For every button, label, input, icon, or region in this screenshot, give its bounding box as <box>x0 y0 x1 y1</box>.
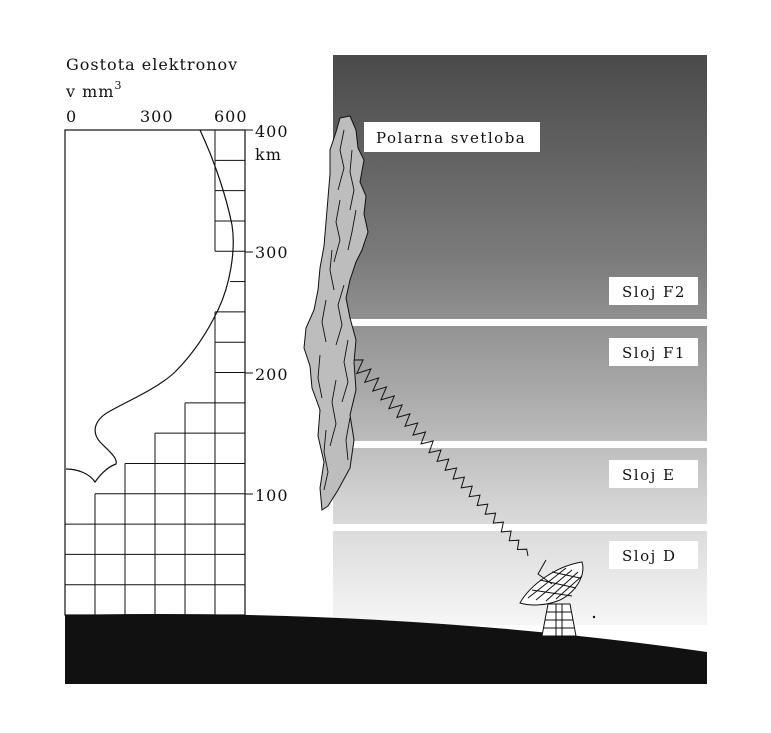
altitude-tick-200: 200 <box>255 365 289 384</box>
altitude-unit: km <box>255 145 282 164</box>
chart-title-superscript: 3 <box>114 79 122 92</box>
density-tick-600: 600 <box>214 107 248 126</box>
density-tick-300: 300 <box>140 107 174 126</box>
altitude-tick-300: 300 <box>255 243 289 262</box>
layer-label-d: Sloj D <box>622 547 677 565</box>
layer-gap-e-d <box>333 524 707 531</box>
ground <box>65 614 707 684</box>
aurora-streaks <box>317 129 357 491</box>
layer-label-f1: Sloj F1 <box>622 344 686 362</box>
layer-label-box-e <box>609 460 698 488</box>
layer-gap-f2-f1 <box>333 319 707 326</box>
layer-label-box-d <box>609 541 698 569</box>
aurora-shape <box>303 115 369 511</box>
layer-label-e: Sloj E <box>622 466 675 484</box>
altitude-tick-400: 400 <box>255 122 289 141</box>
radar-dot <box>592 615 596 619</box>
chart-title-line1: Gostota elektronov <box>66 55 238 74</box>
layer-label-box-f2 <box>609 277 698 305</box>
density-grid <box>65 130 245 615</box>
chart-title-line2: v mm3 <box>65 79 122 101</box>
radio-signal-wave <box>353 359 529 557</box>
layer-gap-f1-e <box>333 441 707 448</box>
layer-label-box-f1 <box>609 338 698 366</box>
density-tick-0: 0 <box>66 107 77 126</box>
radar-dish <box>519 559 584 637</box>
aurora-label-box <box>364 122 540 152</box>
altitude-tick-100: 100 <box>255 486 289 505</box>
aurora-label: Polarna svetloba <box>376 129 526 147</box>
radar-dish-ribs <box>527 567 583 602</box>
electron-density-curve <box>65 129 234 484</box>
radar-dish-feed <box>537 559 553 585</box>
radar-tower-rungs <box>544 604 574 636</box>
layer-label-f2: Sloj F2 <box>622 283 686 301</box>
